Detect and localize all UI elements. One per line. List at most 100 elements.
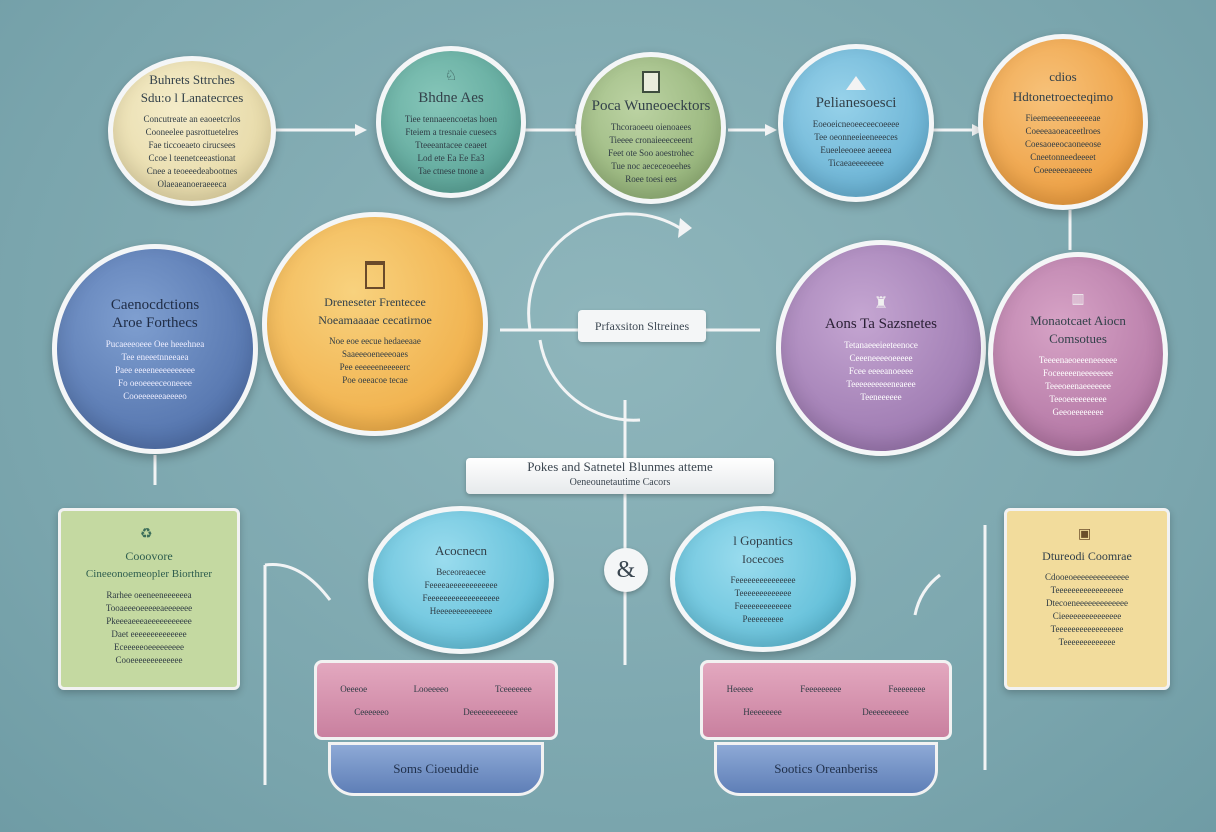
node-line: Tteeeantacee ceaeet [415,139,487,150]
node-line: Fteiem a tresnaie cuesecs [405,126,497,137]
hub-label: Prfaxsiton Sltreines [594,318,690,333]
card-line: Cieeeeeeeeeeeeeee [1052,611,1122,621]
tray-base-label: Soms Cioeuddie [393,761,479,776]
node-line: Tetanaeeeieeteenoce [844,339,918,350]
card-line: Teeeeeeeeeeeeeeeee [1050,624,1124,634]
podium-icon [365,261,385,289]
card-line: Tooaeeeoeeeeeaeeeeeee [105,603,193,613]
tray-label: Oeeeoe [340,684,368,694]
card-right: ▣ Dtureodi Coomrae Cdooeoeeeeeeeeeeeeee … [1004,508,1170,690]
oval-line: Feeeeeeeeeeeee [734,601,792,611]
node-line: Pee eeeeeeneeeeerc [339,362,411,372]
card-title: Dtureodi Coomrae [1042,549,1132,563]
tray-sublabel: Ceeeeeeo [354,707,389,717]
card-line: Eceeeeeoeeeeeeeee [114,642,184,652]
node-magenta: ▥ Monaotcaet Aiocn Comsotues Teeeenaeoee… [988,252,1168,456]
node-line: Teeneeeeee [860,391,902,402]
node-title: Pelianesoesci [815,95,897,111]
node-subtitle: Hdtonetroecteqimo [1012,88,1114,104]
oval-left: Acocnecn Beceoreaecee Feeeeaeeeeeeeeeeee… [368,506,554,654]
tray-sublabel: Heeeeeeee [743,707,782,717]
node-business-structures: Buhrets Sttrches Sdu:o l Lanatecrces Con… [108,56,276,206]
node-line: Teeoeeeeeeeeee [1049,393,1107,404]
node-green: Poca Wuneoecktors Thcoraoeeu oienoaees T… [576,52,726,204]
node-line: Noe eoe eecue hedaeeaae [329,336,421,346]
node-subtitle: Aroe Forthecs [112,314,198,331]
arc-top [527,212,681,331]
node-subtitle: Noeamaaaae cecatirnoe [318,313,432,327]
tray-top: Oeeeoe Looeeeeo Tceeeeeee Ceeeeeeo Deeee… [314,660,558,740]
node-line: Pucaeeeoeee Oee heeehnea [105,338,205,349]
tray-sublabel: Deeeeeeeeee [862,707,909,717]
node-line: Fieemeeeeneeeeeeae [1025,112,1101,123]
tray-top: Heeeee Feeeeeeeee Feeeeeeee Heeeeeeee De… [700,660,952,740]
card-line: Rarhee oeeneeneeeeeea [106,590,192,600]
node-line: Cooneelee pasrottuetelres [145,127,239,137]
card-line: Teeeeeeeeeeeeeeeee [1050,585,1124,595]
node-line: Fo oeoeeeeceoneeee [118,377,192,388]
node-line: Fae ticcoeaeto cirucsees [148,140,236,150]
center-banner: Pokes and Satnetel Blunmes atteme Oeneou… [466,458,774,494]
node-teal: ♘ Bhdne Aes Tiee tennaeencoetas hoen Fte… [376,46,526,198]
oval-line: Feeeeeeeeeeeeeee [730,575,796,585]
node-line: Concutreate an eaoeetcrlos [143,114,241,124]
tray-base: Soms Cioeuddie [328,742,544,796]
chart-icon: ▥ [1071,289,1085,306]
node-line: Thcoraoeeu oienoaees [610,121,692,132]
node-line: Olaeaeanoeraeeeca [157,179,227,189]
card-line: Cooeeeeeeeeeeeee [115,655,183,665]
bottle-icon: ♜ [873,294,889,312]
node-line: Feet ote Soo aoestrohec [608,147,694,158]
node-line: Poe oeeacoe tecae [342,375,408,385]
node-line: Teeeenaeoeeeneeeeee [1038,354,1118,365]
node-title: Poca Wuneoecktors [591,97,711,114]
arrowhead-1 [355,124,367,136]
node-line: Tiee tennaeencoetas hoen [404,113,498,124]
node-line: Coeeeaaoeaceetlroes [1025,125,1101,136]
node-navy: Caenocdctions Aroe Forthecs Pucaeeeoeee … [52,244,258,454]
node-line: Geeoeeeeeeee [1052,406,1104,417]
node-title: Bhdne Aes [418,89,484,106]
card-left: ♻ Cooovore Cineeonoemeopler Biorthrer Ra… [58,508,240,690]
triangle-icon [846,76,866,90]
right-cable [913,573,941,616]
oval-line: Feeeeeeeeeeeeeeeeee [422,593,500,603]
tray-base: Sootics Oreanberiss [714,742,938,796]
node-title: Monaotcaet Aiocn [1030,312,1126,328]
node-line: Saaeeeoeneeeoaes [342,349,408,359]
arc-bottom [538,339,641,422]
oval-title: l Gopantics [733,533,793,548]
left-cable [264,562,332,601]
card-title: Cooovore [125,549,173,563]
oval-subtitle: Iocecoes [742,552,784,566]
banner-subtitle: Oeneounetautime Cacors [569,477,671,488]
id-icon: ▣ [1078,525,1092,541]
node-line: Coeeeeeeaeeeee [1033,164,1093,175]
tray-right: Heeeee Feeeeeeeee Feeeeeeee Heeeeeeee De… [700,660,952,800]
recycle-icon: ♻ [140,525,153,541]
node-line: Cneetonneedeeeet [1030,151,1096,162]
center-badge: & [604,548,648,592]
banner-title: Pokes and Satnetel Blunmes atteme [527,459,713,474]
node-line: Ticaeaeeeeeeee [828,158,884,168]
node-line: Tae ctnese tnone a [417,165,485,176]
tray-sublabel: Deeeeeeeeeeee [463,707,518,717]
tray-label: Feeeeeeeee [800,684,842,694]
node-title: Caenocdctions [110,296,200,313]
figure-icon: ♘ [444,66,458,83]
node-line: Lod ete Ea Ee Ea3 [417,152,485,163]
node-line: Cnee a teoeeedeabootnes [146,166,238,176]
oval-right: l Gopantics Iocecoes Feeeeeeeeeeeeeee Te… [670,506,856,652]
node-line: Ceeeneeeeoeeeee [849,352,913,363]
node-line: Tieeee cronaieeeceeent [609,134,693,145]
node-line: Tue noc aececeoeehes [611,160,691,171]
node-purple: ♜ Aons Ta Sazsnetes Tetanaeeeieeteenoce … [776,240,986,456]
node-line: Foceeeeeneeeeeeee [1043,367,1113,378]
ampersand-icon: & [616,556,636,583]
node-title: Aons Ta Sazsnetes [825,315,937,332]
tray-label: Looeeeeo [413,684,449,694]
card-line: Teeeeeeeeeeeee [1058,637,1116,647]
node-blue: Pelianesoesci Eoeoeicneoeeceecoeeee Tee … [778,44,934,202]
oval-line: Heeeeeeeeeeeeee [429,606,493,616]
